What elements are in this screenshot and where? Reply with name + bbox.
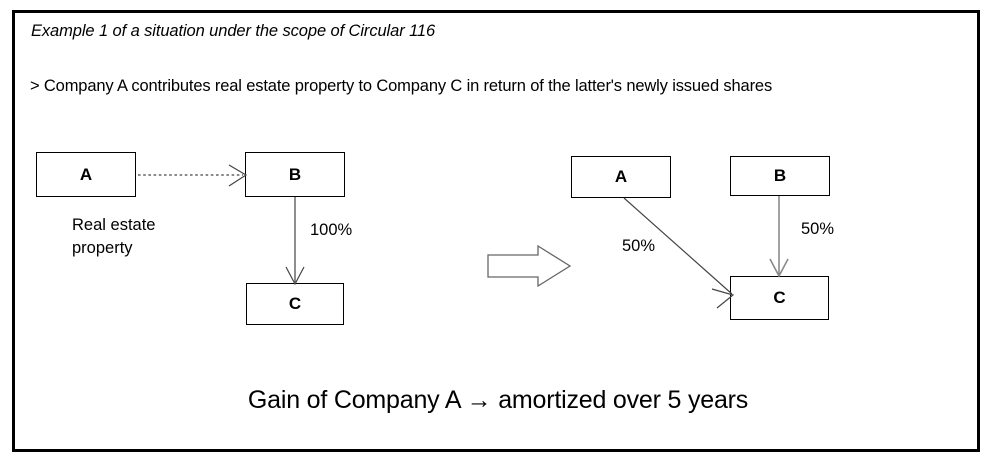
slide-frame: [12, 10, 980, 452]
real-estate-property-label: Real estate property: [72, 216, 156, 257]
node-right-company-a[interactable]: A: [571, 156, 671, 198]
node-left-company-b[interactable]: B: [245, 152, 345, 197]
example-title: Example 1 of a situation under the scope…: [31, 22, 436, 40]
node-left-company-c[interactable]: C: [246, 283, 344, 325]
edge-label-left-b-to-c: 100%: [310, 221, 353, 239]
edge-label-right-a-to-c: 50%: [622, 237, 656, 255]
slide-caption: Gain of Company A → amortized over 5 yea…: [247, 386, 749, 414]
node-right-company-b[interactable]: B: [730, 156, 830, 196]
edge-label-right-b-to-c: 50%: [801, 220, 835, 238]
node-left-company-a[interactable]: A: [36, 152, 136, 197]
node-right-company-c[interactable]: C: [730, 276, 829, 320]
bullet-description: > Company A contributes real estate prop…: [30, 77, 773, 95]
